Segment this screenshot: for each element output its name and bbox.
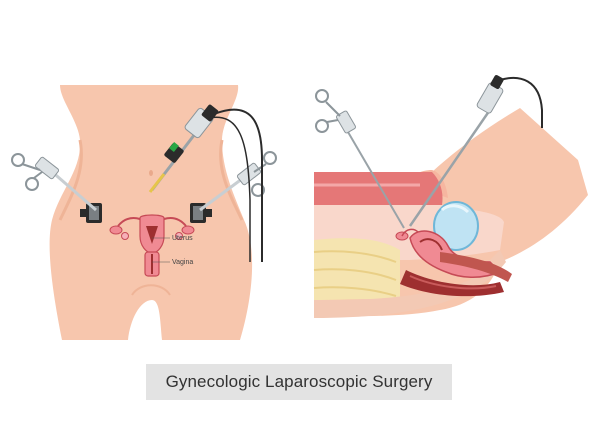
grasper-left-front: [11, 153, 97, 212]
figure-caption: Gynecologic Laparoscopic Surgery: [146, 364, 452, 400]
bladder: [433, 201, 479, 251]
trocar-port-left: [80, 203, 102, 223]
navel: [149, 170, 153, 176]
laparoscope-side: [408, 75, 543, 227]
vagina-label: Vagina: [172, 259, 193, 266]
grasper-side: [315, 89, 405, 229]
front-view-panel: Uterus Vagina: [11, 85, 277, 340]
torso-front: [49, 85, 253, 340]
side-view-panel: [313, 75, 588, 318]
uterus-label: Uterus: [172, 235, 193, 242]
laparoscope-front: [148, 104, 263, 262]
uterus-diagram-front: [109, 214, 195, 277]
